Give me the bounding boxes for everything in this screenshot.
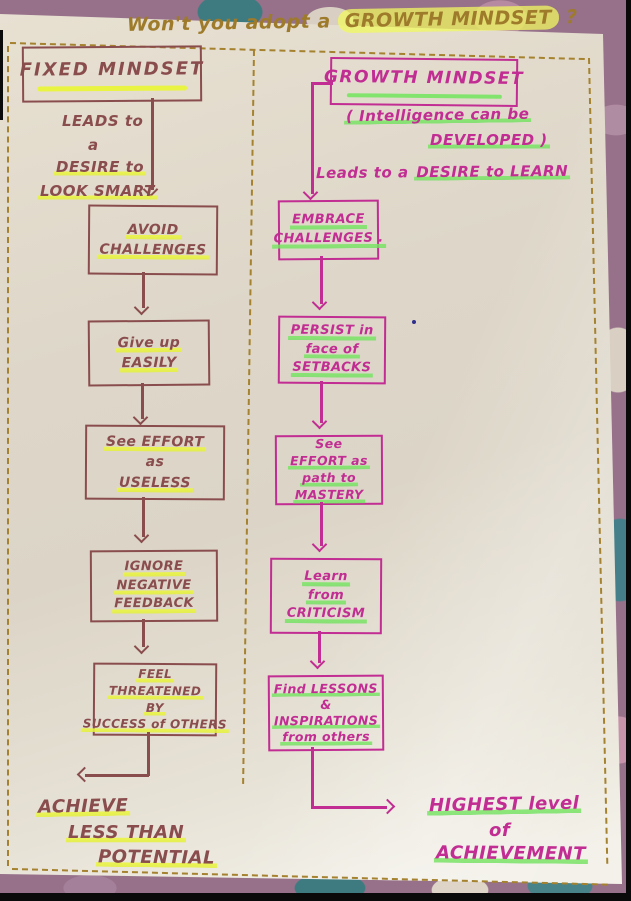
growth-mindset-header-label: GROWTH MINDSET [323, 67, 525, 90]
connector-line [147, 732, 150, 776]
fixed-outcome-line: ACHIEVE [35, 795, 131, 818]
box-line: MASTERY [292, 486, 366, 504]
box-line: THREATENED [106, 682, 204, 700]
connector-line [311, 747, 314, 808]
box-line: Learn [302, 567, 350, 587]
connector-line [320, 256, 323, 304]
box-line: AVOID [125, 219, 181, 241]
green-marker-band [346, 93, 502, 99]
box-line: INSPIRATIONS [271, 712, 381, 730]
fixed-mindset-header-box: FIXED MINDSET [19, 45, 205, 103]
title-highlighted-phrase: GROWTH MINDSET [337, 5, 560, 34]
dashed-border-left [7, 46, 9, 866]
connector-line [320, 502, 323, 546]
box-line: SETBACKS [290, 359, 374, 379]
connector-line [141, 383, 144, 419]
box-ignore-negative-feedback: IGNORE NEGATIVE FEEDBACK [89, 549, 219, 623]
box-line: NEGATIVE [114, 576, 194, 596]
title-prefix: Won't you adopt a [126, 10, 339, 36]
box-line: SUCCESS of OTHERS [80, 715, 229, 734]
ink-dot [412, 320, 416, 324]
box-line: Find LESSONS [271, 680, 380, 698]
box-line: from [305, 586, 347, 606]
box-line: See [315, 436, 343, 452]
box-line: IGNORE [122, 557, 186, 577]
box-line: USELESS [116, 472, 193, 494]
box-find-lessons-inspirations: Find LESSONS & INSPIRATIONS from others [267, 674, 385, 752]
title-suffix: ? [558, 6, 578, 29]
fixed-lead-line: LEADS to [62, 112, 144, 130]
box-line: from others [280, 728, 372, 746]
connector-line [151, 98, 154, 190]
growth-lead-prefix: Leads to a [315, 163, 415, 183]
growth-outcome-line: HIGHEST level [426, 792, 582, 817]
yellow-marker-band [37, 85, 188, 92]
box-line: FEEL [136, 665, 175, 683]
box-embrace-challenges: EMBRACE CHALLENGES . [271, 199, 386, 261]
box-give-up-easily: Give up EASILY [87, 319, 211, 387]
box-line: See EFFORT [103, 431, 207, 453]
connector-line [311, 806, 387, 809]
photo-edge-bottom [0, 893, 631, 901]
box-line: CHALLENGES . [271, 229, 386, 250]
growth-subtitle-line: ( Intelligence can be [343, 104, 532, 126]
connector-line [311, 82, 314, 194]
box-line: CRITICISM [284, 605, 368, 625]
box-line: face of [303, 340, 361, 360]
fixed-mindset-header-label: FIXED MINDSET [19, 58, 205, 81]
photo-edge-right [626, 0, 631, 901]
box-persist-in-face-of-setbacks: PERSIST in face of SETBACKS [277, 315, 387, 385]
fixed-lead-line: DESIRE to [54, 158, 147, 176]
connector-line [142, 619, 145, 647]
box-line: as [145, 454, 165, 471]
box-line: BY [143, 699, 166, 717]
box-line: EASILY [119, 352, 179, 374]
growth-outcome-line: of [489, 820, 511, 841]
growth-lead-emphasis: DESIRE to LEARN [414, 161, 571, 182]
connector-line [142, 497, 145, 537]
connector-line [320, 381, 323, 423]
box-line: FEEDBACK [112, 595, 197, 615]
box-line: CHALLENGES [97, 239, 209, 261]
box-line: Give up [115, 332, 183, 354]
box-learn-from-criticism: Learn from CRITICISM [269, 557, 383, 635]
box-see-effort-as-path-to-mastery: See EFFORT as path to MASTERY [274, 434, 384, 506]
photo-edge-left [0, 30, 3, 120]
connector-line [311, 82, 333, 85]
fixed-outcome-line: LESS THAN [66, 822, 187, 843]
fixed-lead-line: LOOK SMART [38, 182, 157, 200]
growth-lead-line: Leads to a DESIRE to LEARN [315, 161, 571, 183]
growth-subtitle-line: DEVELOPED ) [428, 131, 550, 149]
box-feel-threatened-by-success: FEEL THREATENED BY SUCCESS of OTHERS [80, 662, 229, 737]
box-line: & [320, 696, 332, 712]
growth-outcome-line: ACHIEVEMENT [433, 842, 589, 865]
connector-line [142, 272, 145, 308]
fixed-outcome-line: POTENTIAL [95, 846, 218, 869]
growth-mindset-header-box: GROWTH MINDSET [324, 57, 524, 107]
box-line: EMBRACE [290, 210, 367, 231]
box-line: path to [300, 469, 359, 488]
box-line: PERSIST in [288, 321, 376, 341]
fixed-lead-line: a [88, 136, 99, 154]
connector-line [85, 774, 149, 777]
connector-line [318, 631, 321, 663]
box-see-effort-as-useless: See EFFORT as USELESS [84, 424, 226, 501]
box-line: EFFORT as [288, 452, 370, 471]
box-avoid-challenges: AVOID CHALLENGES [87, 204, 219, 276]
